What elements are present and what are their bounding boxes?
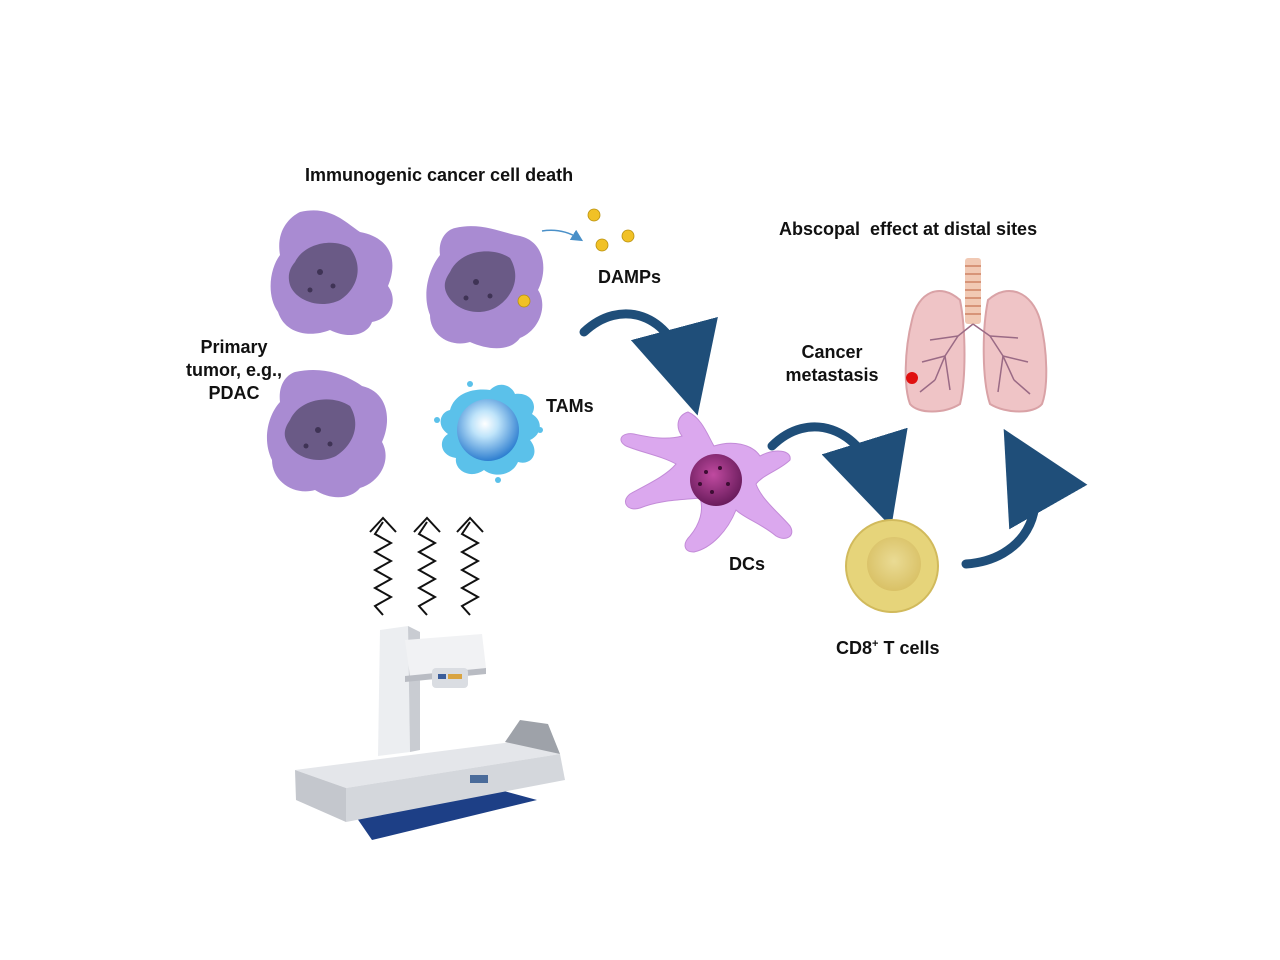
radiation-wave-arrow-icon xyxy=(456,516,484,616)
cd8-label-main: CD8 xyxy=(836,638,873,658)
primary-tumor-label-line2: tumor, e.g., xyxy=(185,360,282,380)
primary-tumor-label-line3: PDAC xyxy=(208,383,260,403)
cd8-label-rest: T cells xyxy=(878,638,940,658)
tumor-cell-icon xyxy=(426,226,544,349)
radiation-wave-arrow-icon xyxy=(369,516,397,616)
flow-arrow-icd-to-dc xyxy=(579,309,718,416)
primary-tumor-label-line1: Primary xyxy=(200,337,268,357)
icd-label: Immunogenic cancer cell death xyxy=(305,165,574,185)
cancer-metastasis-label-line1: Cancer xyxy=(801,342,863,362)
tam-icon xyxy=(434,381,543,483)
cd8-t-cell-icon xyxy=(845,519,939,613)
dcs-label: DCs xyxy=(729,554,766,574)
tumor-cell-icon xyxy=(270,210,393,336)
cancer-metastasis-label-line2: metastasis xyxy=(785,365,879,385)
cd8-label-sup: + xyxy=(872,638,879,650)
cd8-t-cells-label: CD8+ T cells xyxy=(836,637,939,660)
tams-label: TAMs xyxy=(546,396,594,416)
flow-arrow-tcell-to-distal xyxy=(961,428,1088,569)
flow-arrow-dc-to-tcell xyxy=(767,422,908,527)
abscopal-effect-label: Abscopal effect at distal sites xyxy=(779,219,1038,239)
radiotherapy-machine-icon xyxy=(295,626,565,840)
lungs-icon xyxy=(904,258,1048,413)
damps-icon xyxy=(517,208,635,308)
primary-tumor-label: Primary tumor, e.g., PDAC xyxy=(168,336,300,405)
dendritic-cell-icon xyxy=(620,411,793,553)
damp-release-arrow xyxy=(541,229,584,242)
radiation-wave-arrow-icon xyxy=(413,516,441,616)
tumor-cell-icon xyxy=(266,369,388,498)
damps-label: DAMPs xyxy=(598,267,662,287)
cancer-metastasis-label: Cancer metastasis xyxy=(772,341,892,387)
